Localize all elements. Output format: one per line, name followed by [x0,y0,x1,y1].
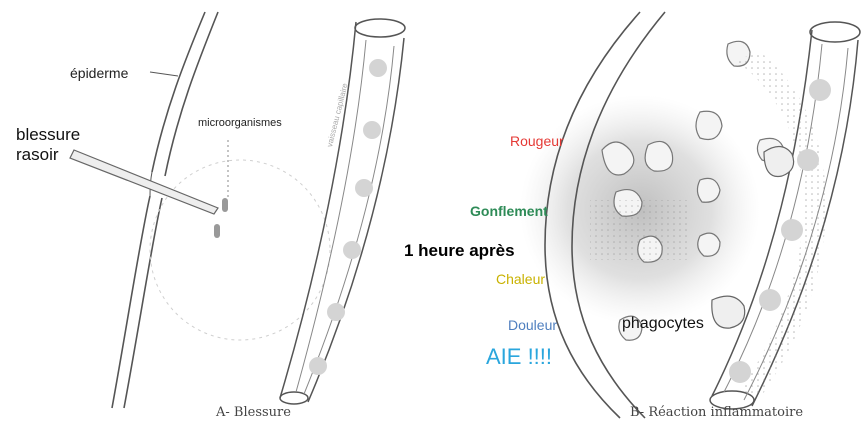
caption-panel-b: B- Réaction inflammatoire [630,406,803,419]
sign-douleur: Douleur [508,318,557,332]
microorganism-1 [222,198,228,212]
caption-panel-a: A- Blessure [216,406,291,419]
arrow-epiderme [150,72,178,76]
sign-rougeur: Rougeur [510,134,564,148]
label-microorganismes: microorganismes [198,118,282,129]
razor-blade [70,150,218,214]
time-label: 1 heure après [404,242,515,259]
label-rasoir: rasoir [16,146,59,163]
microorganism-2 [214,224,220,238]
sign-gonflement: Gonflement [470,204,548,218]
label-epiderme: épiderme [70,66,128,80]
aie-label: AIE !!!! [486,346,552,368]
dotted-tissue [590,200,690,260]
label-blessure: blessure [16,126,80,143]
capillary-a-cells [309,59,387,375]
sign-chaleur: Chaleur [496,272,545,286]
phagocytes-label: phagocytes [622,316,704,332]
capillary-vessel-a [280,19,405,404]
